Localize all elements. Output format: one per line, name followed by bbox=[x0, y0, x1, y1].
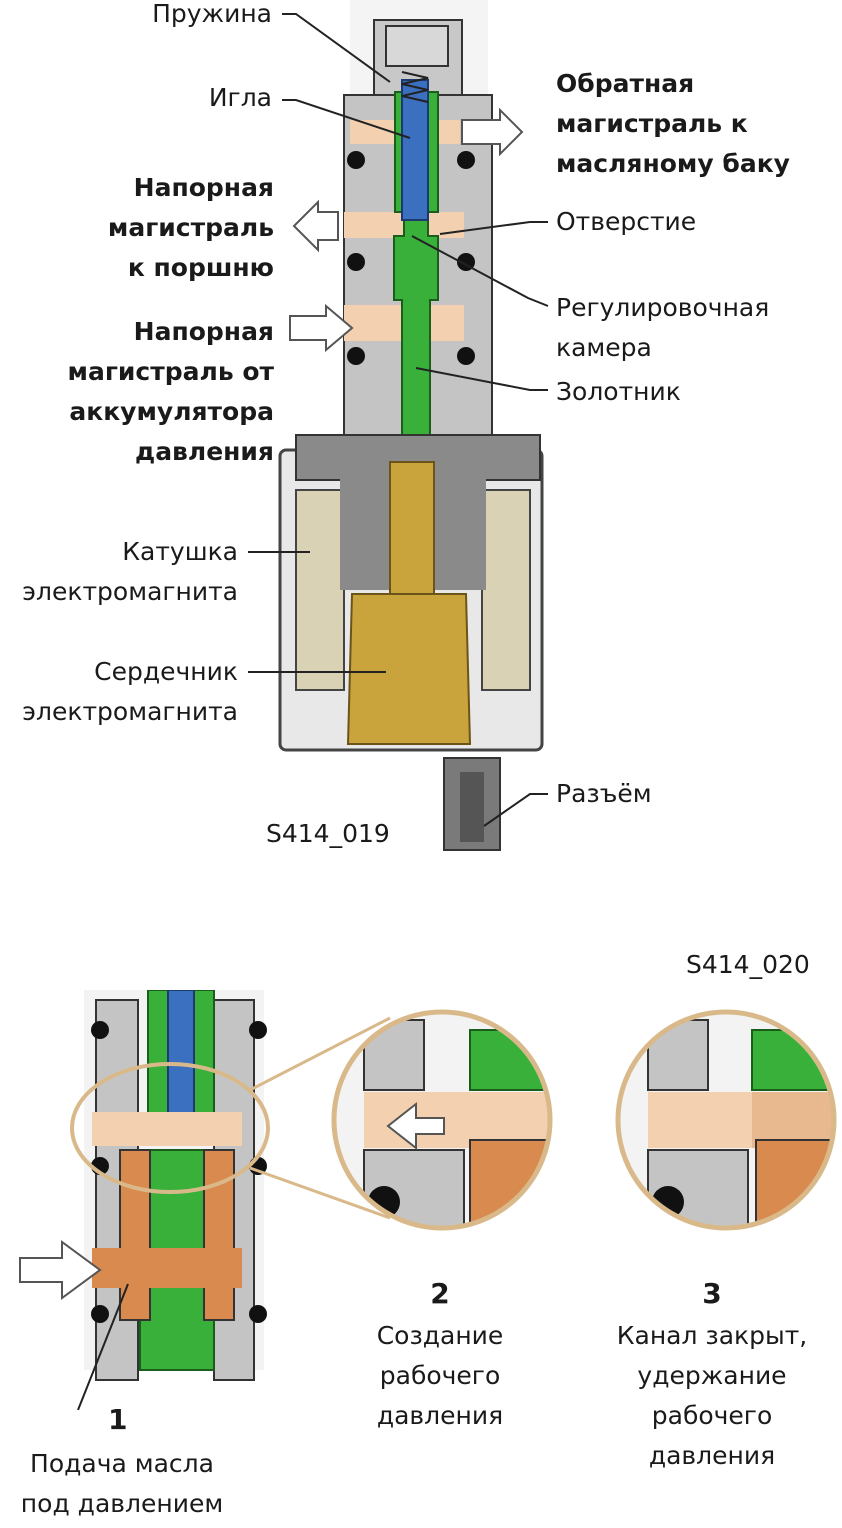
o-ring bbox=[91, 1021, 109, 1039]
leader-connector bbox=[483, 793, 548, 827]
pressure-states-drawing bbox=[19, 990, 837, 1410]
step-3-text: Канал закрыт, удержание рабочего давлени… bbox=[616, 1321, 808, 1470]
detail-circle-3 bbox=[615, 1009, 837, 1231]
oil-left bbox=[119, 1149, 151, 1321]
piston-channel bbox=[92, 1112, 242, 1146]
o-ring bbox=[91, 1305, 109, 1323]
label-press-from-acc: Напорная магистраль от аккумулятора давл… bbox=[67, 317, 274, 466]
pressure-arrow bbox=[386, 1101, 445, 1151]
supply-arrow bbox=[289, 303, 354, 353]
coil-left bbox=[295, 489, 345, 691]
step-1-text: Подача масла под давлением bbox=[20, 1449, 224, 1518]
label-core: Сердечник электромагнита bbox=[22, 657, 238, 726]
core bbox=[346, 593, 472, 745]
leader-1 bbox=[77, 1283, 129, 1410]
label-reg-chamber: Регулировочная камера bbox=[556, 293, 770, 362]
step-3-number: 3 bbox=[702, 1277, 722, 1310]
solenoid-valve-drawing bbox=[248, 0, 549, 851]
coil-right bbox=[481, 489, 531, 691]
label-hole: Отверстие bbox=[556, 207, 697, 236]
label-return-line: Обратная магистраль к масляному баку bbox=[556, 69, 790, 178]
zoom-line bbox=[249, 1166, 391, 1220]
needle bbox=[167, 990, 195, 1121]
needle bbox=[401, 79, 429, 221]
leader-hole bbox=[439, 221, 548, 235]
o-ring bbox=[347, 347, 365, 365]
leader-needle bbox=[282, 99, 411, 139]
zoom-line bbox=[249, 1016, 391, 1092]
piston-arrow bbox=[292, 199, 339, 253]
o-ring bbox=[457, 151, 475, 169]
spring bbox=[401, 71, 429, 103]
step-1-number: 1 bbox=[108, 1403, 128, 1436]
o-ring bbox=[347, 253, 365, 271]
plunger-rod bbox=[389, 461, 435, 595]
leader-chamber bbox=[411, 235, 549, 307]
supply-channel bbox=[92, 1248, 242, 1288]
label-needle: Игла bbox=[208, 83, 272, 112]
detail-circle-2 bbox=[331, 1009, 553, 1231]
return-arrow bbox=[461, 107, 524, 157]
o-ring bbox=[249, 1021, 267, 1039]
adjust-screw bbox=[385, 25, 449, 67]
leader-spring bbox=[282, 13, 391, 83]
label-spring: Пружина bbox=[152, 0, 272, 28]
label-coil: Катушка электромагнита bbox=[22, 537, 238, 606]
supply-arrow bbox=[19, 1240, 102, 1300]
step-2-text: Создание рабочего давления bbox=[376, 1321, 504, 1430]
label-connector: Разъём bbox=[556, 779, 652, 808]
step-2-number: 2 bbox=[430, 1277, 450, 1310]
pole-plate bbox=[295, 434, 541, 481]
connector-pin bbox=[460, 772, 484, 842]
o-ring bbox=[457, 347, 475, 365]
label-spool: Золотник bbox=[556, 377, 681, 406]
o-ring bbox=[347, 151, 365, 169]
zoom-ring bbox=[70, 1062, 270, 1194]
figure-code-bottom: S414_020 bbox=[686, 950, 810, 979]
figure-code-top: S414_019 bbox=[266, 819, 390, 848]
oil-right bbox=[203, 1149, 235, 1321]
o-ring bbox=[249, 1305, 267, 1323]
label-press-to-piston: Напорная магистраль к поршню bbox=[107, 173, 274, 282]
leader-spool bbox=[415, 367, 548, 391]
